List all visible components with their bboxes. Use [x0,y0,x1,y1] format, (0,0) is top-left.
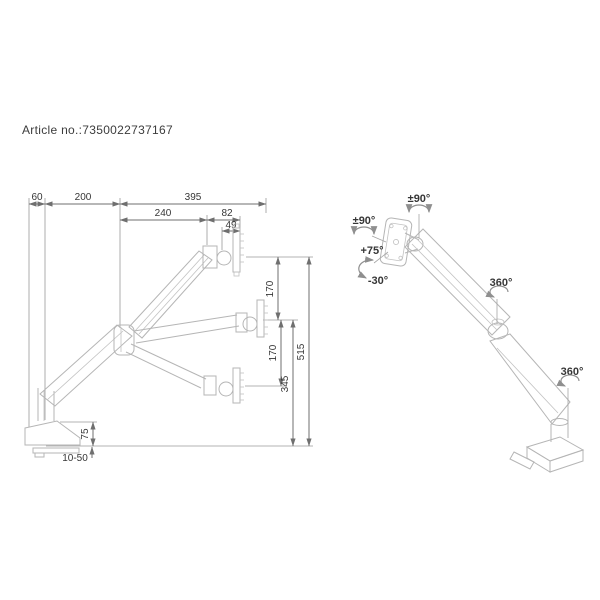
horizontal-dimensions: 60 200 395 240 82 49 [28,192,267,234]
arm-position-middle [133,299,268,344]
iso-base-clamp [509,418,585,473]
dim-200-label: 200 [75,192,92,203]
rotation-arc-base [556,374,580,387]
head-joint [216,250,232,266]
rotation-arc-elbow [485,285,509,298]
rotation-arc-tilt [357,256,375,279]
angle-tilt-up-label: +75° [360,245,383,257]
vesa-plate-raised [232,223,244,277]
article-number: Article no.:7350022737167 [22,123,173,137]
rotation-arc-screen [405,204,433,214]
extension-lines [28,198,313,447]
dim-49-label: 49 [225,220,237,231]
vertical-dimensions: 170 170 345 515 75 10-50 [62,256,312,464]
elbow-joint [113,324,135,356]
desk-clamp [24,388,81,458]
lower-arm [39,324,133,407]
dim-82-label: 82 [221,208,233,219]
dim-395-label: 395 [185,192,202,203]
dim-60-label: 60 [31,192,43,203]
iso-vesa-plate [379,217,413,267]
dim-170-upper-label: 170 [265,280,276,297]
arm-position-raised [128,223,244,339]
dim-desk-range-label: 10-50 [62,453,88,464]
angle-tilt-down-label: -30° [368,275,388,287]
iso-view: ±90° ±90° +75° -30° 360° 360° [350,193,585,473]
arm-position-lowered [125,343,244,404]
dim-75-label: 75 [80,428,91,440]
angle-head-swivel-label: ±90° [353,215,376,227]
dim-240-label: 240 [155,208,172,219]
rotation-arc-swivel [350,226,378,236]
rotation-annotations: ±90° ±90° +75° -30° 360° 360° [350,193,583,420]
dim-170-lower-label: 170 [268,344,279,361]
angle-screen-rotation-label: ±90° [408,193,431,205]
side-view: 60 200 395 240 82 49 170 170 345 515 75 … [24,192,313,464]
iso-lower-arm [489,333,571,425]
dim-345-label: 345 [280,375,291,392]
iso-upper-arm [404,228,511,336]
dim-515-label: 515 [296,343,307,360]
iso-elbow-joint [487,318,509,340]
